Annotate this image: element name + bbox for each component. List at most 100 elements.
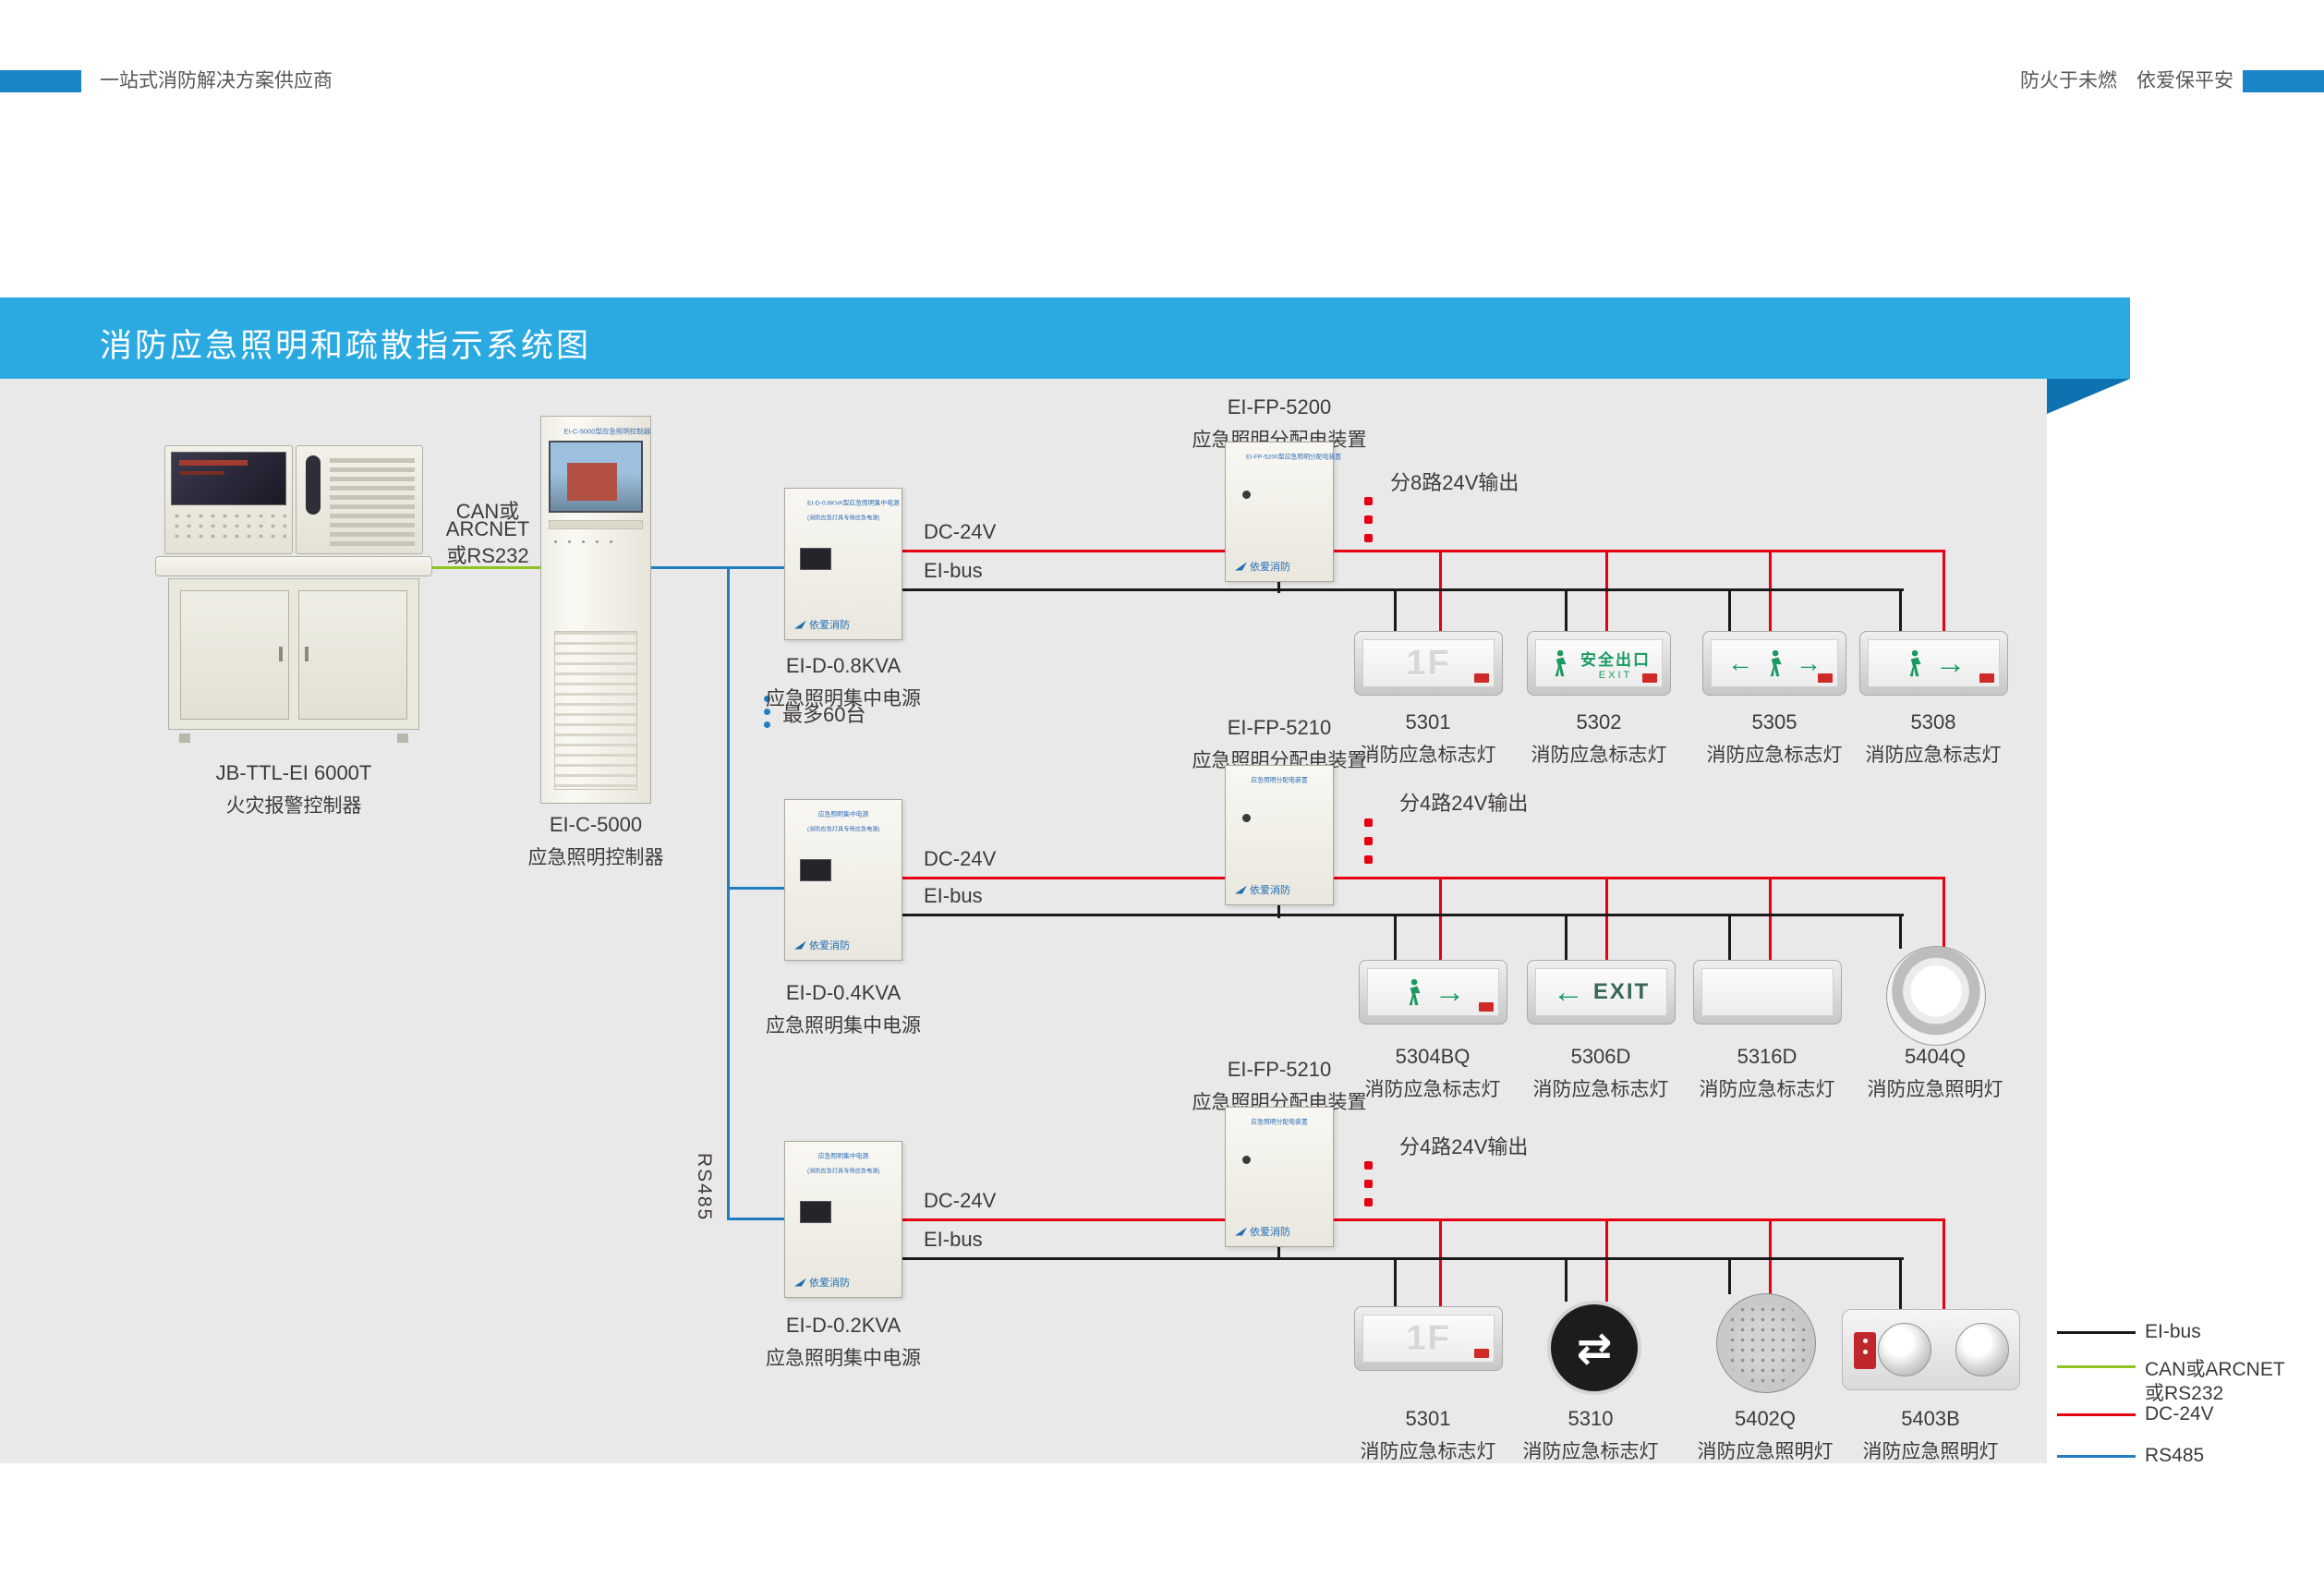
lamp-model: 5308 [1910,710,1956,733]
device-model: EI-FP-5210 [1227,1058,1332,1081]
console-right-panel [295,445,423,554]
sign-lamp-5306d: ← EXIT [1527,960,1676,1024]
arrow-left-glyph: ← [1552,974,1584,1010]
lamp-label-r2-5304bq: 5304BQ 消防应急标志灯 [1322,1045,1543,1102]
lamp-label-r1-5302: 5302 消防应急标志灯 [1488,710,1710,768]
psu-panel-line2: (消防应急灯具专用应急电源) [806,826,880,833]
dc24v-drop-row1-4 [1943,550,1945,633]
header-tagline-left: 一站式消防解决方案供应商 [100,70,333,91]
dc24v-drop-row2-3 [1769,877,1772,960]
sign-red-logo [1642,673,1657,683]
exit-cn-text: 安全出口 [1580,650,1651,669]
console-panels [164,445,423,554]
lamp-name: 消防应急标志灯 [1360,745,1496,766]
brand-text: 依爱消防 [1250,1227,1290,1238]
dc24v-drop-row1-2 [1605,550,1608,633]
rs485-riser-label: RS485 [694,1153,715,1222]
spot-lamp-right [1955,1323,2009,1376]
sign-face: → [1367,968,1499,1016]
dc24v-drop-row3-4 [1943,1218,1945,1309]
lamp-label-r2-5306d: 5306D 消防应急标志灯 [1490,1045,1712,1102]
output-ellipsis-dot [1364,515,1373,524]
dc24v-label-row3: DC-24V [924,1189,997,1212]
console-foot [397,733,408,743]
can-link-label-3: 或RS232 [446,544,529,567]
distributor-fp5200: EI-FP-5200型应急照明分配电装置 依爱消防 [1225,442,1342,582]
brand-logo: 依爱消防 [794,1275,850,1290]
eibus-line-row3 [902,1257,1904,1260]
output-ellipsis-dot [1364,1198,1373,1206]
dc24v-label-row1: DC-24V [924,520,997,543]
output-ellipsis-dot [1364,1180,1373,1188]
fire-alarm-controller-label: JB-TTL-EI 6000T 火灾报警控制器 [183,761,405,818]
lamp-name: 消防应急标志灯 [1706,745,1843,766]
sign-lamp-5308: → [1859,631,2008,696]
console-button-grid [171,511,286,542]
can-link-line [430,566,543,569]
psu-0-2kva: 应急照明集中电源 (消防应急灯具专用应急电源) 依爱消防 [784,1141,902,1298]
psu-0-2kva-label: EI-D-0.2KVA 应急照明集中电源 [732,1314,954,1371]
dual-arrow-glyph: ⇄ [1576,1324,1613,1372]
running-man-icon [1555,649,1567,677]
lamp-name: 消防应急标志灯 [1364,1079,1501,1100]
eibus-drop-row3-2 [1565,1257,1567,1302]
fp-panel-text: EI-FP-5200型应急照明分配电装置 [1246,453,1342,461]
legend-label-dc24v: DC-24V [2145,1403,2214,1424]
console-cabinet [168,578,419,730]
psu-panel-line1: EI-D-0.8KVA型应急照明集中电源 [806,499,900,507]
lamp-label-r2-5316d: 5316D 消防应急标志灯 [1656,1045,1878,1102]
output-ellipsis-dot [1364,855,1373,864]
lamp-model: 5305 [1751,710,1797,733]
psu-display [800,1201,831,1223]
brand-text: 依爱消防 [1250,885,1290,896]
fp2-bus-connector [1277,903,1280,918]
lamp-model: 5301 [1405,710,1451,733]
legend-line-rs485 [2057,1455,2136,1458]
fp-indicator [1242,814,1251,822]
dc24v-drop-row3-3 [1769,1218,1772,1294]
lighting-controller-cabinet: EI-C-5000型应急照明控制器 [540,416,651,804]
cabinet-panel-text: EI-C-5000型应急照明控制器 [563,428,651,436]
eibus-label-row3: EI-bus [924,1228,983,1251]
ellipsis-dot [764,709,770,715]
brand-logo: 依爱消防 [794,617,850,632]
ring-light-5404q [1886,946,1986,1046]
device-model: EI-FP-5200 [1227,395,1332,418]
sign-face: ← EXIT [1535,968,1667,1016]
brand-swoosh-icon [1235,885,1247,894]
can-link-label-2: ARCNET [445,517,530,540]
fp3-output-label: 分4路24V输出 [1399,1135,1529,1158]
running-man-icon [1909,649,1921,677]
brand-swoosh-icon [794,1278,806,1287]
eibus-drop-row2-3 [1728,914,1731,960]
dc24v-drop-row3-1 [1439,1218,1442,1306]
lamp-model: 5306D [1570,1045,1631,1068]
output-ellipsis-dot [1364,497,1373,505]
console-foot [179,733,190,743]
fp1-output-label: 分8路24V输出 [1390,471,1519,494]
dc24v-drop-row2-4 [1943,877,1945,949]
psu-0-4kva-label: EI-D-0.4KVA 应急照明集中电源 [732,981,954,1038]
dc24v-drop-row2-2 [1605,877,1608,960]
device-name: 应急照明集中电源 [766,1015,921,1036]
arrow-right-glyph: → [1796,649,1822,677]
sign-lamp-5316d [1693,960,1842,1024]
exit-en-text: EXIT [1598,669,1633,681]
lamp-name: 消防应急标志灯 [1360,1441,1496,1462]
section-banner: 消防应急照明和疏散指示系统图 [0,297,2130,379]
page-title: 消防应急照明和疏散指示系统图 [100,328,592,364]
psu-0-8kva-label: EI-D-0.8KVA 应急照明集中电源 [732,654,954,711]
sign-face: ← → [1711,639,1838,687]
eibus-line-row1 [902,588,1904,591]
lamp-label-r1-5301: 5301 消防应急标志灯 [1317,710,1539,768]
downlight-5402q [1716,1293,1816,1393]
brand-swoosh-icon [794,620,806,629]
dc24v-drop-row1-3 [1769,550,1772,633]
brand-logo: 依爱消防 [1235,882,1290,897]
lamp-name: 消防应急标志灯 [1699,1079,1835,1100]
fp2-output-label: 分4路24V输出 [1399,792,1529,815]
psu-panel-line1: 应急照明集中电源 [817,810,869,818]
eibus-drop-row3-1 [1394,1257,1397,1306]
